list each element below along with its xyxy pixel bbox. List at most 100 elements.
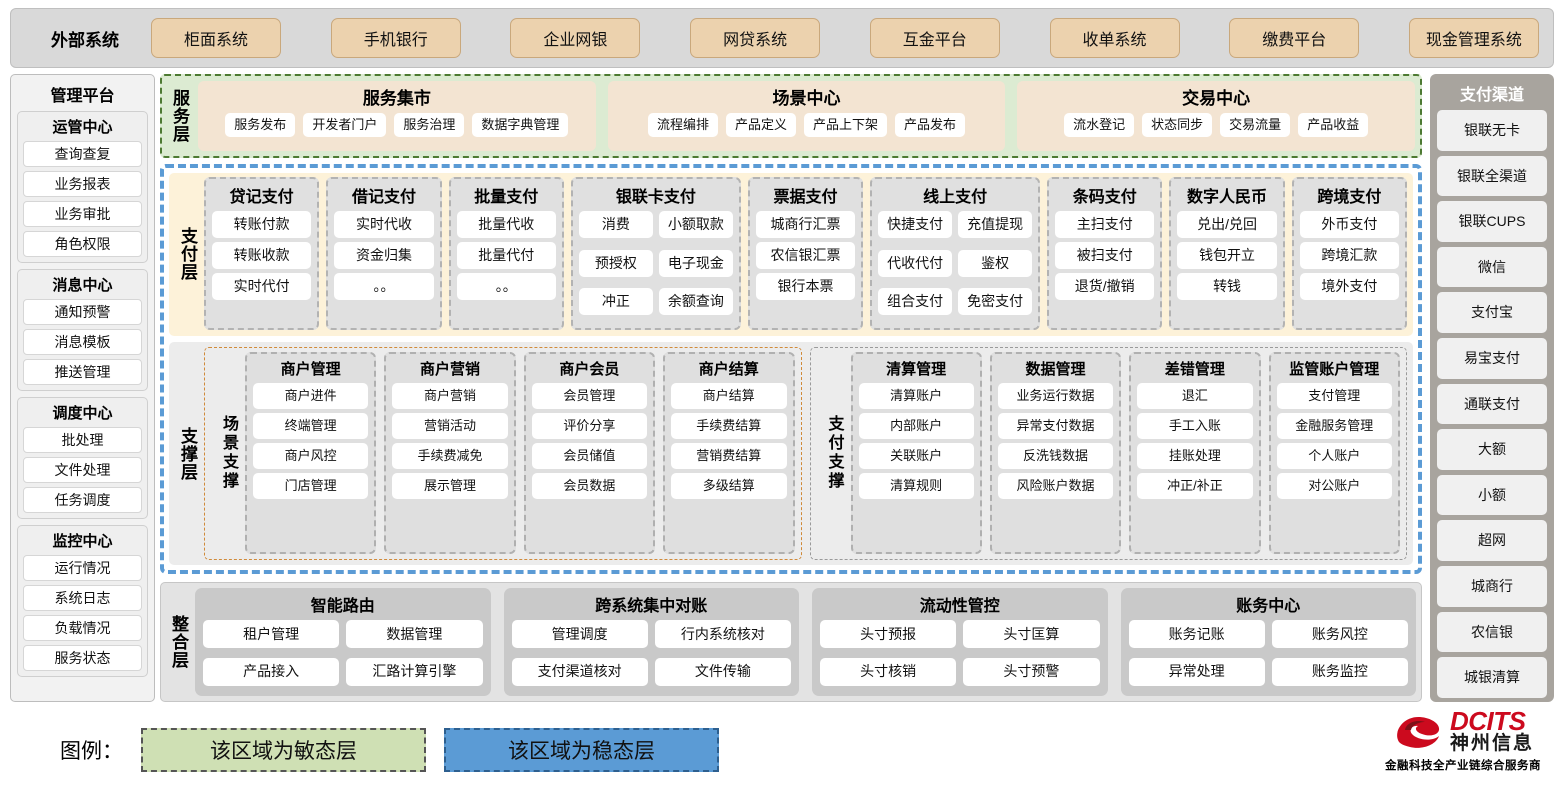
payment-channel-item[interactable]: 超网 — [1437, 520, 1547, 562]
service-item[interactable]: 服务治理 — [394, 113, 465, 137]
support-item[interactable]: 金融服务管理 — [1276, 413, 1392, 439]
payment-channel-item[interactable]: 农信银 — [1437, 611, 1547, 653]
external-system-chip[interactable]: 互金平台 — [869, 18, 1000, 58]
payment-item[interactable]: 转账付款 — [212, 211, 312, 238]
payment-item[interactable]: 批量代收 — [456, 211, 556, 238]
integration-item[interactable]: 异常处理 — [1128, 657, 1265, 686]
payment-item[interactable]: 银行本票 — [755, 273, 856, 300]
payment-channel-item[interactable]: 大额 — [1437, 429, 1547, 470]
support-item[interactable]: 风险账户数据 — [997, 473, 1114, 499]
support-item[interactable]: 营销活动 — [392, 413, 508, 439]
payment-item[interactable]: 余额查询 — [658, 288, 733, 316]
service-item[interactable]: 产品收益 — [1298, 113, 1369, 137]
support-item[interactable]: 门店管理 — [253, 473, 369, 499]
integration-item[interactable]: 管理调度 — [511, 620, 648, 648]
payment-channel-item[interactable]: 城银清算 — [1437, 657, 1547, 698]
external-system-chip[interactable]: 柜面系统 — [151, 18, 281, 58]
payment-channel-item[interactable]: 支付宝 — [1437, 292, 1547, 334]
management-item[interactable]: 文件处理 — [23, 457, 142, 483]
management-item[interactable]: 业务审批 — [23, 201, 142, 227]
service-item[interactable]: 流程编排 — [647, 113, 718, 137]
payment-item[interactable]: 转钱 — [1177, 273, 1277, 300]
payment-item[interactable]: 钱包开立 — [1177, 242, 1277, 269]
service-item[interactable]: 产品上下架 — [804, 113, 888, 137]
integration-item[interactable]: 租户管理 — [203, 620, 340, 648]
support-item[interactable]: 关联账户 — [858, 443, 974, 469]
payment-item[interactable]: 。。 — [456, 273, 556, 300]
management-item[interactable]: 业务报表 — [23, 171, 142, 197]
integration-item[interactable]: 头寸匡算 — [963, 620, 1100, 648]
management-item[interactable]: 系统日志 — [23, 585, 142, 611]
support-item[interactable]: 会员数据 — [531, 473, 648, 499]
payment-channel-item[interactable]: 银联CUPS — [1437, 201, 1547, 242]
integration-item[interactable]: 账务记账 — [1128, 620, 1265, 648]
support-item[interactable]: 业务运行数据 — [997, 383, 1114, 409]
management-item[interactable]: 服务状态 — [23, 645, 142, 671]
payment-item[interactable]: 退货/撤销 — [1055, 273, 1155, 300]
payment-item[interactable]: 。。 — [334, 273, 434, 300]
support-item[interactable]: 多级结算 — [671, 473, 787, 499]
support-item[interactable]: 手工入账 — [1137, 413, 1253, 439]
external-system-chip[interactable]: 企业网银 — [510, 18, 641, 58]
payment-channel-item[interactable]: 微信 — [1437, 246, 1547, 288]
payment-item[interactable]: 充值提现 — [958, 211, 1033, 238]
management-item[interactable]: 消息模板 — [23, 329, 142, 355]
integration-item[interactable]: 头寸预警 — [963, 657, 1100, 686]
management-item[interactable]: 运行情况 — [23, 555, 142, 581]
support-item[interactable]: 异常支付数据 — [997, 413, 1114, 439]
support-item[interactable]: 支付管理 — [1276, 383, 1392, 409]
service-item[interactable]: 产品发布 — [895, 113, 966, 137]
payment-item[interactable]: 电子现金 — [658, 249, 733, 277]
payment-item[interactable]: 免密支付 — [958, 288, 1033, 316]
payment-item[interactable]: 资金归集 — [334, 242, 434, 269]
payment-item[interactable]: 批量代付 — [456, 242, 556, 269]
payment-item[interactable]: 兑出/兑回 — [1177, 211, 1277, 238]
integration-item[interactable]: 汇路计算引擎 — [346, 657, 483, 686]
support-item[interactable]: 营销费结算 — [671, 443, 787, 469]
support-item[interactable]: 终端管理 — [253, 413, 369, 439]
service-item[interactable]: 数据字典管理 — [472, 113, 569, 137]
payment-item[interactable]: 城商行汇票 — [755, 211, 856, 238]
payment-channel-item[interactable]: 银联无卡 — [1437, 110, 1547, 151]
payment-item[interactable]: 消费 — [578, 211, 653, 238]
integration-item[interactable]: 账务风控 — [1271, 620, 1408, 648]
payment-item[interactable]: 冲正 — [578, 288, 653, 316]
integration-item[interactable]: 支付渠道核对 — [511, 657, 648, 686]
support-item[interactable]: 手续费结算 — [671, 413, 787, 439]
service-item[interactable]: 流水登记 — [1064, 113, 1135, 137]
support-item[interactable]: 手续费减免 — [392, 443, 508, 469]
external-system-chip[interactable]: 收单系统 — [1049, 18, 1180, 58]
payment-item[interactable]: 快捷支付 — [878, 211, 953, 238]
support-item[interactable]: 商户进件 — [253, 383, 369, 409]
support-item[interactable]: 会员管理 — [531, 383, 648, 409]
payment-item[interactable]: 转账收款 — [212, 242, 312, 269]
service-item[interactable]: 开发者门户 — [303, 113, 387, 137]
external-system-chip[interactable]: 网贷系统 — [690, 18, 821, 58]
payment-channel-item[interactable]: 小额 — [1437, 474, 1547, 516]
integration-item[interactable]: 数据管理 — [346, 620, 483, 648]
service-item[interactable]: 产品定义 — [725, 113, 796, 137]
payment-item[interactable]: 小额取款 — [658, 211, 733, 238]
payment-item[interactable]: 外币支付 — [1299, 211, 1400, 238]
external-system-chip[interactable]: 现金管理系统 — [1408, 18, 1539, 58]
management-item[interactable]: 任务调度 — [23, 487, 142, 513]
payment-item[interactable]: 实时代付 — [212, 273, 312, 300]
external-system-chip[interactable]: 缴费平台 — [1229, 18, 1360, 58]
payment-item[interactable]: 农信银汇票 — [755, 242, 856, 269]
integration-item[interactable]: 文件传输 — [654, 657, 791, 686]
support-item[interactable]: 商户营销 — [392, 383, 508, 409]
payment-item[interactable]: 跨境汇款 — [1299, 242, 1400, 269]
management-item[interactable]: 负载情况 — [23, 615, 142, 641]
external-system-chip[interactable]: 手机银行 — [330, 18, 461, 58]
integration-item[interactable]: 账务监控 — [1271, 657, 1408, 686]
management-item[interactable]: 推送管理 — [23, 359, 142, 385]
payment-channel-item[interactable]: 银联全渠道 — [1437, 155, 1547, 197]
service-item[interactable]: 状态同步 — [1142, 113, 1213, 137]
payment-item[interactable]: 鉴权 — [958, 249, 1033, 277]
support-item[interactable]: 内部账户 — [858, 413, 974, 439]
payment-item[interactable]: 主扫支付 — [1055, 211, 1155, 238]
management-item[interactable]: 查询查复 — [23, 141, 142, 167]
support-item[interactable]: 商户结算 — [671, 383, 787, 409]
support-item[interactable]: 商户风控 — [253, 443, 369, 469]
support-item[interactable]: 对公账户 — [1276, 473, 1392, 499]
